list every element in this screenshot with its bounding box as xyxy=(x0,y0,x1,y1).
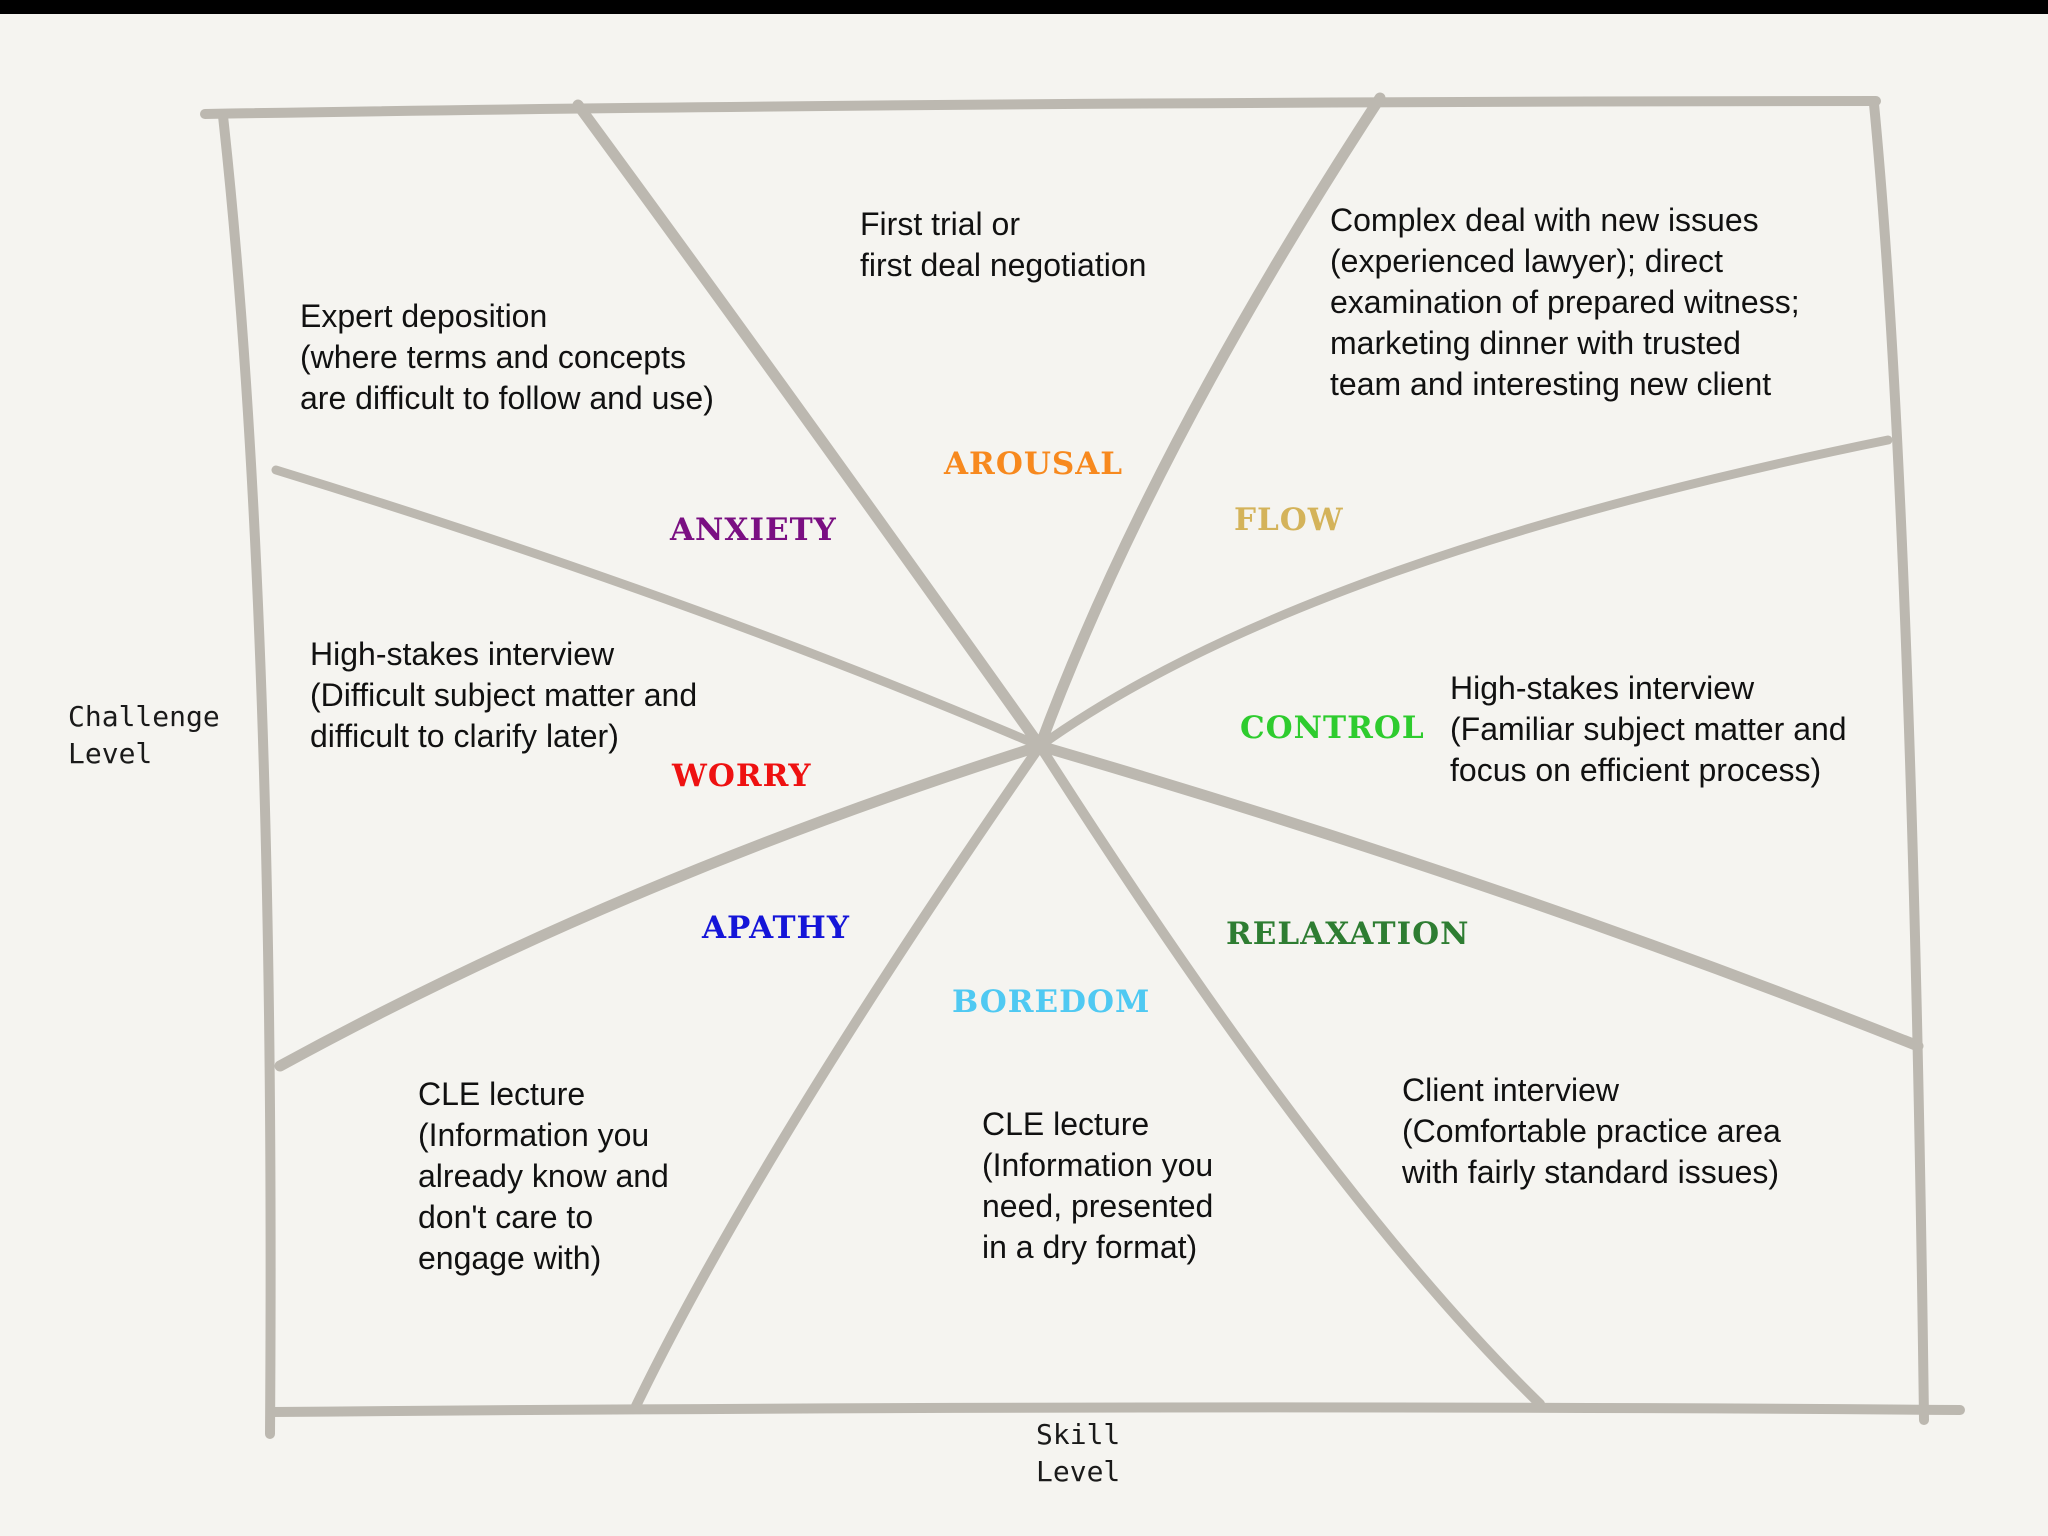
divider-anxiety-arousal xyxy=(572,99,1046,752)
zone-label-arousal: AROUSAL xyxy=(944,446,1124,482)
divider-flow-control xyxy=(1035,435,1893,751)
divider-relaxation-boredom xyxy=(1035,741,1545,1409)
example-apathy: CLE lecture (Information you already kno… xyxy=(418,1076,669,1276)
divider-control-relaxation xyxy=(1034,740,1924,1052)
zone-label-boredom: BOREDOM xyxy=(952,984,1151,1020)
border-right xyxy=(1869,99,1929,1425)
border-top xyxy=(200,96,1881,119)
x-axis-label: Skill Level xyxy=(1036,1418,1121,1488)
example-relaxation: Client interview (Comfortable practice a… xyxy=(1402,1072,1781,1190)
example-arousal: First trial or first deal negotiation xyxy=(860,206,1147,283)
example-control: High-stakes interview (Familiar subject … xyxy=(1450,670,1847,788)
border-bottom xyxy=(267,1402,1965,1417)
zone-label-flow: FLOW xyxy=(1234,502,1344,538)
zone-label-apathy: APATHY xyxy=(702,910,850,946)
divider-boredom-apathy xyxy=(631,741,1045,1411)
border-left xyxy=(218,111,276,1439)
divider-worry-anxiety xyxy=(271,465,1045,751)
zone-label-control: CONTROL xyxy=(1240,710,1425,746)
diagram-canvas: Challenge Level Skill Level AROUSAL FLOW… xyxy=(0,14,2048,1536)
diagram-frame xyxy=(200,92,1965,1439)
example-boredom: CLE lecture (Information you need, prese… xyxy=(982,1106,1214,1265)
zone-label-relaxation: RELAXATION xyxy=(1226,916,1470,952)
example-anxiety: Expert deposition (where terms and conce… xyxy=(300,298,714,416)
zone-label-worry: WORRY xyxy=(672,758,812,794)
example-flow: Complex deal with new issues (experience… xyxy=(1330,202,1800,402)
divider-apathy-worry xyxy=(274,740,1046,1072)
example-worry: High-stakes interview (Difficult subject… xyxy=(310,636,698,754)
zone-label-anxiety: ANXIETY xyxy=(670,512,837,548)
y-axis-label: Challenge Level xyxy=(68,700,220,770)
divider-arousal-flow xyxy=(1034,92,1386,752)
